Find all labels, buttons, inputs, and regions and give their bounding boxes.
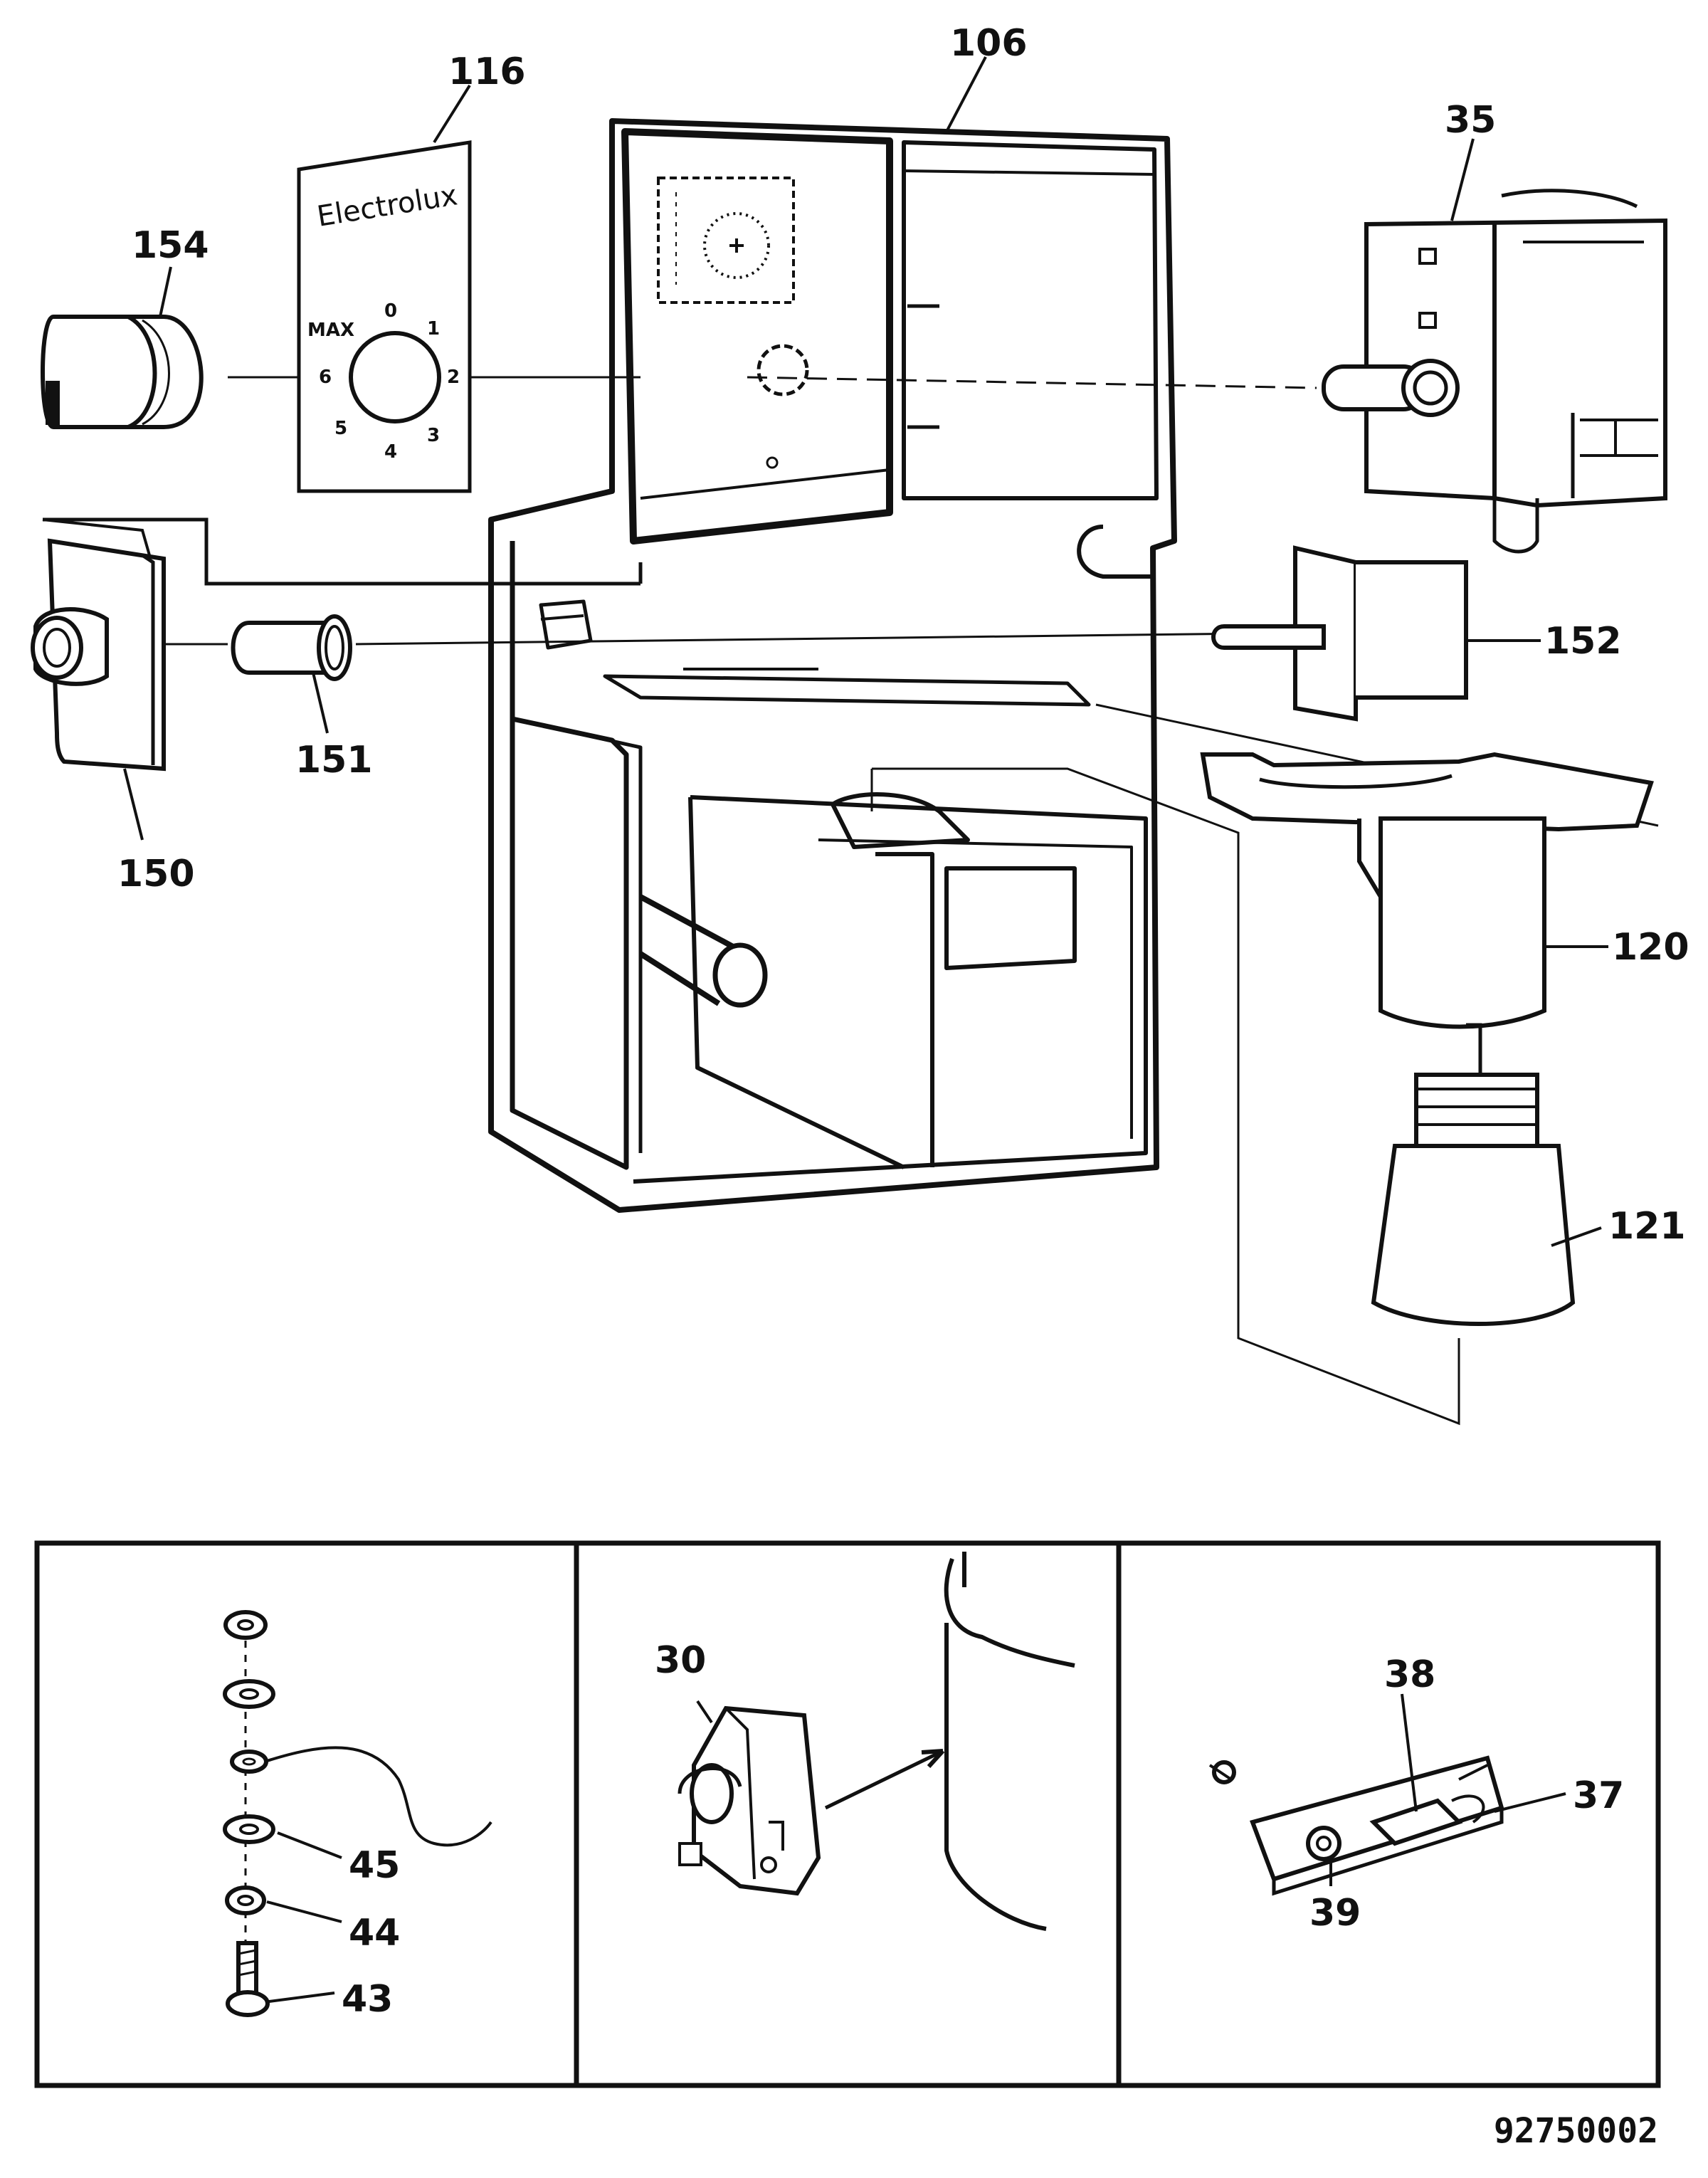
lamp-holder-120 — [1200, 752, 1654, 1029]
switch-plate-37 — [1208, 1755, 1504, 1896]
callout-39: 39 — [1309, 1892, 1361, 1935]
fastener-stack — [223, 1610, 492, 2017]
callout-151: 151 — [295, 739, 373, 782]
callout-120: 120 — [1612, 926, 1689, 969]
dial-number: 0 — [384, 300, 397, 322]
callout-154: 154 — [132, 224, 209, 267]
bulb-121 — [1371, 1023, 1576, 1326]
dial-number: 6 — [319, 367, 332, 388]
dial-number: 5 — [334, 418, 347, 439]
callout-43: 43 — [342, 1978, 393, 2021]
knob-154 — [41, 315, 204, 429]
callout-leader-30 — [696, 1700, 713, 1724]
dial-plate-116: Electrolux MAX 0 1 2 3 4 5 6 — [297, 140, 472, 493]
dial-number: 4 — [384, 441, 397, 463]
callout-150: 150 — [117, 853, 195, 895]
bushing-151 — [231, 614, 352, 681]
callout-44: 44 — [349, 1912, 400, 1955]
compressor-outline — [944, 1552, 1075, 1931]
callout-106: 106 — [950, 22, 1028, 65]
callout-116: 116 — [448, 51, 526, 93]
switch-152 — [1211, 545, 1468, 722]
relay-arrow — [824, 1749, 945, 1810]
callout-30: 30 — [655, 1639, 706, 1682]
callout-121: 121 — [1608, 1205, 1686, 1248]
part-number: 92750002 — [1494, 2111, 1658, 2151]
relay-30 — [678, 1705, 821, 1896]
callout-leaders — [123, 56, 1608, 1247]
callout-35: 35 — [1445, 99, 1496, 142]
thermostat-35 — [1322, 189, 1667, 554]
callout-45: 45 — [349, 1844, 400, 1887]
lamp-cover-150 — [31, 518, 166, 772]
housing-rating-label — [657, 177, 809, 469]
switch-leaders — [1329, 1693, 1566, 1886]
callout-152: 152 — [1544, 620, 1622, 663]
dial-number: 2 — [447, 367, 460, 388]
dial-max-label: MAX — [307, 320, 354, 341]
callout-37: 37 — [1573, 1774, 1624, 1817]
detail-panels — [34, 1540, 1661, 2088]
fastener-leaders — [266, 1831, 342, 2003]
callout-38: 38 — [1384, 1653, 1435, 1696]
dial-number: 3 — [427, 425, 440, 446]
dial-number: 1 — [427, 318, 440, 340]
housing-106 — [488, 118, 1177, 1213]
